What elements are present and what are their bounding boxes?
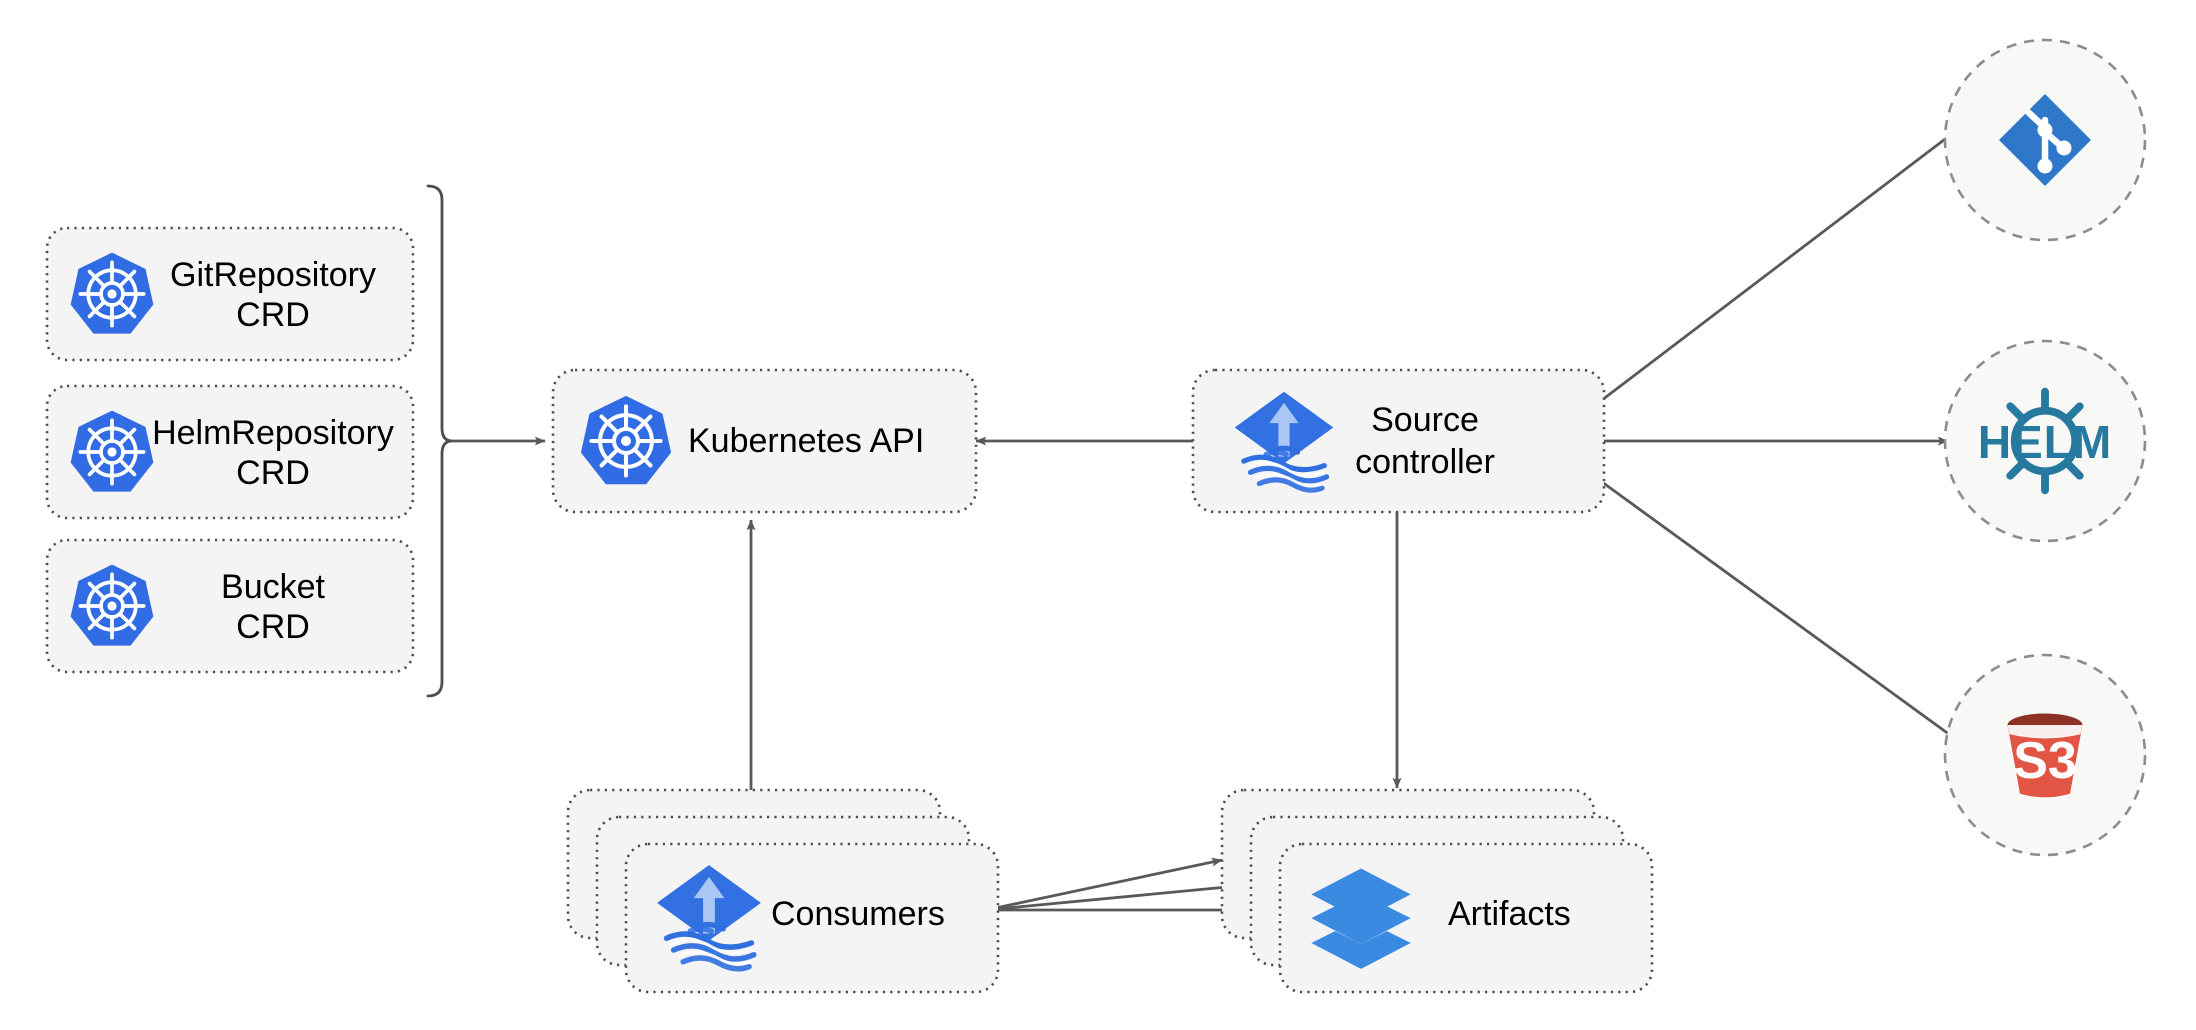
endpoint-git[interactable] [1943,38,2147,242]
node-label-consumers: Consumers [771,895,945,933]
crd-label-line1: Bucket [221,568,325,606]
crd-box-bucket[interactable]: Bucket CRD [45,538,415,674]
crd-label-line2: CRD [236,454,310,492]
crd-box-gitrepository[interactable]: GitRepository CRD [45,226,415,362]
node-label-source-line2: controller [1355,443,1495,481]
crd-group-bracket [426,184,453,698]
edge-consumers-to-artifacts-1 [985,857,1223,912]
endpoint-s3[interactable]: S3 [1943,653,2147,857]
crd-label-line1: GitRepository [170,256,376,294]
endpoint-helm[interactable]: HELM [1943,339,2147,543]
helm-label: HELM [1978,416,2112,468]
crd-label-line1: HelmRepository [152,414,394,452]
crd-label-line2: CRD [236,296,310,334]
crd-box-helmrepository[interactable]: HelmRepository CRD [45,384,415,520]
edge-source-to-git [1601,128,1958,402]
node-label-source-line1: Source [1371,401,1479,439]
node-artifacts[interactable]: Artifacts [1220,788,1654,994]
node-consumers[interactable]: Consumers [566,788,1000,994]
edge-source-to-s3 [1601,480,1958,742]
node-label-kubernetes-api: Kubernetes API [688,422,924,460]
s3-label: S3 [2013,732,2077,790]
node-source-controller[interactable]: Source controller [1191,368,1606,514]
node-label-artifacts: Artifacts [1448,895,1571,933]
edge-consumers-to-artifacts-2 [985,881,1249,912]
node-kubernetes-api[interactable]: Kubernetes API [551,368,978,514]
crd-label-line2: CRD [236,608,310,646]
